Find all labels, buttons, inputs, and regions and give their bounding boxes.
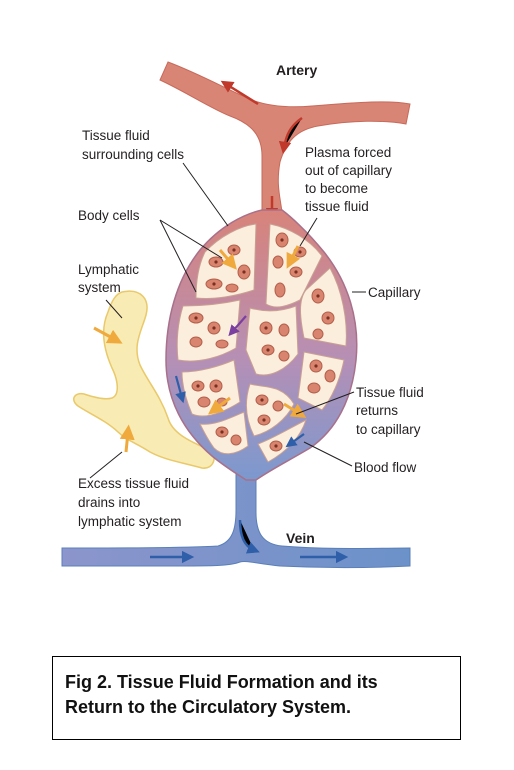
leader-line: [89, 451, 123, 479]
lymph-arrow: [93, 326, 123, 344]
blood-flow-label: Blood flow: [354, 460, 417, 475]
leader-line: [182, 162, 229, 227]
lymphatic-system-label: Lymphatic system: [78, 262, 143, 295]
leader-line: [299, 217, 318, 247]
leader-line: [159, 219, 223, 259]
leader-line: [295, 391, 355, 415]
caption-line-1: Fig 2. Tissue Fluid Formation and its: [65, 672, 378, 692]
plasma-forced-label: Plasma forced out of capillary to become…: [305, 145, 396, 214]
capillary-label: Capillary: [368, 285, 421, 300]
capillary-flow-arrow: [228, 315, 247, 337]
body-cells-label: Body cells: [78, 208, 140, 223]
figure-caption: Fig 2. Tissue Fluid Formation and its Re…: [52, 656, 461, 740]
artery-label: Artery: [276, 62, 317, 78]
leader-line: [105, 299, 123, 319]
lymph-arrow: [119, 424, 135, 453]
tissue-fluid-surrounding-label: Tissue fluid surrounding cells: [82, 128, 184, 162]
capillary-flow-arrow: [285, 433, 305, 448]
fluid-return-arrow: [208, 396, 231, 415]
artery-vessel: [159, 61, 411, 213]
tissue-fluid-returns-label: Tissue fluid returns to capillary: [356, 385, 428, 437]
cell-nuclei: [194, 238, 330, 448]
leader-line: [303, 441, 353, 467]
leader-line: [159, 219, 197, 293]
vein-vessel: [61, 469, 411, 568]
vein-flow-arrow: [238, 519, 260, 554]
excess-fluid-label: Excess tissue fluid drains into lymphati…: [78, 476, 193, 529]
plasma-out-arrow: [286, 245, 301, 269]
vein-label: Vein: [286, 530, 315, 546]
plasma-out-arrow: [218, 249, 237, 270]
capillary-flow-arrow: [174, 375, 186, 404]
caption-line-2: Return to the Circulatory System.: [65, 697, 352, 717]
fluid-return-arrow: [283, 402, 307, 418]
artery-flow-arrow: [220, 80, 259, 106]
artery-flow-arrow: [278, 116, 303, 155]
